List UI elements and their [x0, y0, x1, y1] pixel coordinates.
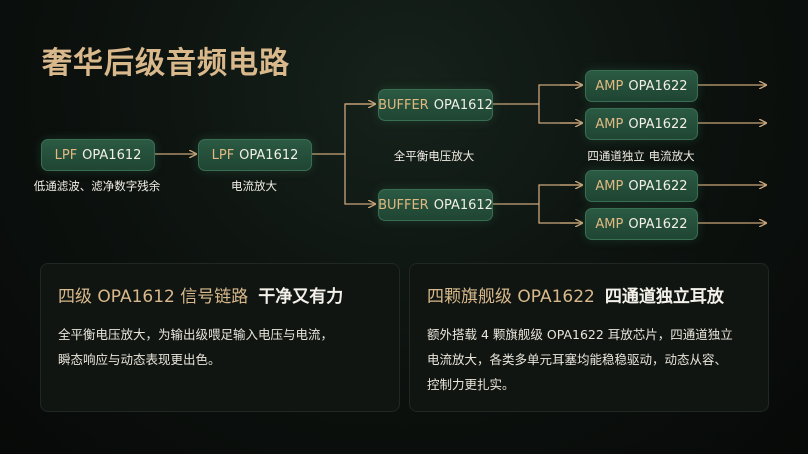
page-title: 奢华后级音频电路 [42, 46, 290, 81]
panel-title: 四级 OPA1612 信号链路干净又有力 [58, 287, 344, 307]
caption-lpf-2: 电流放大 [231, 179, 277, 193]
caption-buffer: 全平衡电压放大 [393, 149, 475, 163]
wire-lpf2-buffers [311, 103, 375, 204]
caption-lpf-1: 低通滤波、滤净数字残余 [33, 179, 161, 193]
wire-buf1-amps [492, 84, 582, 124]
panel-body: 全平衡电压放大，为输出级喂足输入电压与电流， 瞬态响应与动态表现更出色。 [58, 327, 334, 367]
info-panel-opa1612: 四级 OPA1612 信号链路干净又有力 全平衡电压放大，为输出级喂足输入电压与… [40, 263, 400, 412]
caption-amp: 四通道独立 电流放大 [587, 149, 695, 163]
wire-buf2-amps [492, 184, 582, 224]
panel-body: 额外搭载 4 颗旗舰级 OPA1622 耳放芯片，四通道独立 电流放大，各类多单… [427, 327, 733, 392]
